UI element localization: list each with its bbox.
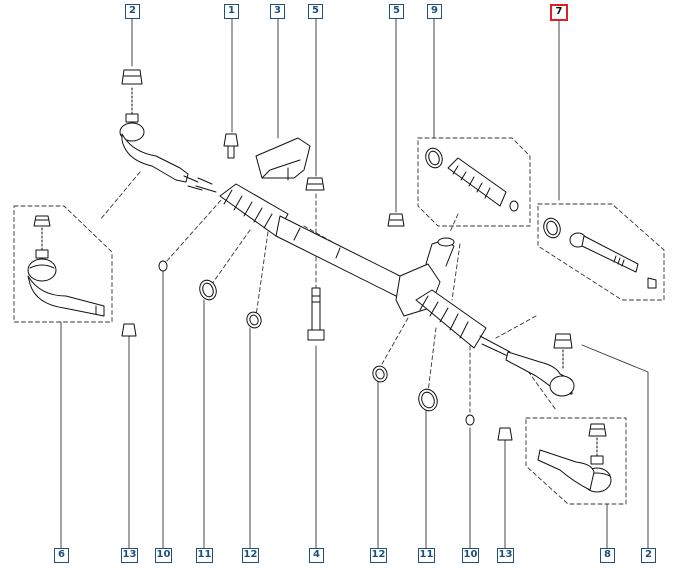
callout-10-bottom-right[interactable]: 10: [462, 548, 479, 563]
left-tie-rod-end-box: [13, 205, 113, 323]
callout-8-bottom[interactable]: 8: [600, 548, 615, 563]
callout-2-bottom[interactable]: 2: [641, 548, 656, 563]
top-left-tie-rod-end: [119, 69, 217, 193]
callout-5-top-right[interactable]: 5: [389, 4, 404, 19]
steering-rack-body: [219, 183, 513, 359]
callout-12-bottom-left[interactable]: 12: [242, 548, 259, 563]
callout-6-bottom[interactable]: 6: [54, 548, 69, 563]
callout-9-top[interactable]: 9: [427, 4, 442, 19]
callout-1-top[interactable]: 1: [224, 4, 239, 19]
leader-lines: [60, 17, 649, 549]
callout-2-top[interactable]: 2: [125, 4, 140, 19]
right-tie-rod-end-box: [525, 417, 627, 505]
inner-tie-rod-kit-box: [537, 203, 665, 301]
callout-5-top-left[interactable]: 5: [308, 4, 323, 19]
mounting-bolt-and-bracket: [223, 133, 311, 181]
callout-11-bottom-left[interactable]: 11: [196, 548, 213, 563]
callout-12-bottom-right[interactable]: 12: [370, 548, 387, 563]
callout-4-bottom[interactable]: 4: [309, 548, 324, 563]
loose-parts: [121, 177, 513, 441]
bottom-right-tie-rod-end: [505, 333, 575, 397]
callout-7-top[interactable]: 7: [550, 4, 568, 21]
callout-3-top[interactable]: 3: [270, 4, 285, 19]
callout-10-bottom-left[interactable]: 10: [155, 548, 172, 563]
callout-11-bottom-right[interactable]: 11: [418, 548, 435, 563]
boot-kit-box: [417, 137, 531, 227]
assembly-guides: [99, 171, 557, 413]
callout-13-bottom-left[interactable]: 13: [121, 548, 138, 563]
callout-13-bottom-right[interactable]: 13: [497, 548, 514, 563]
